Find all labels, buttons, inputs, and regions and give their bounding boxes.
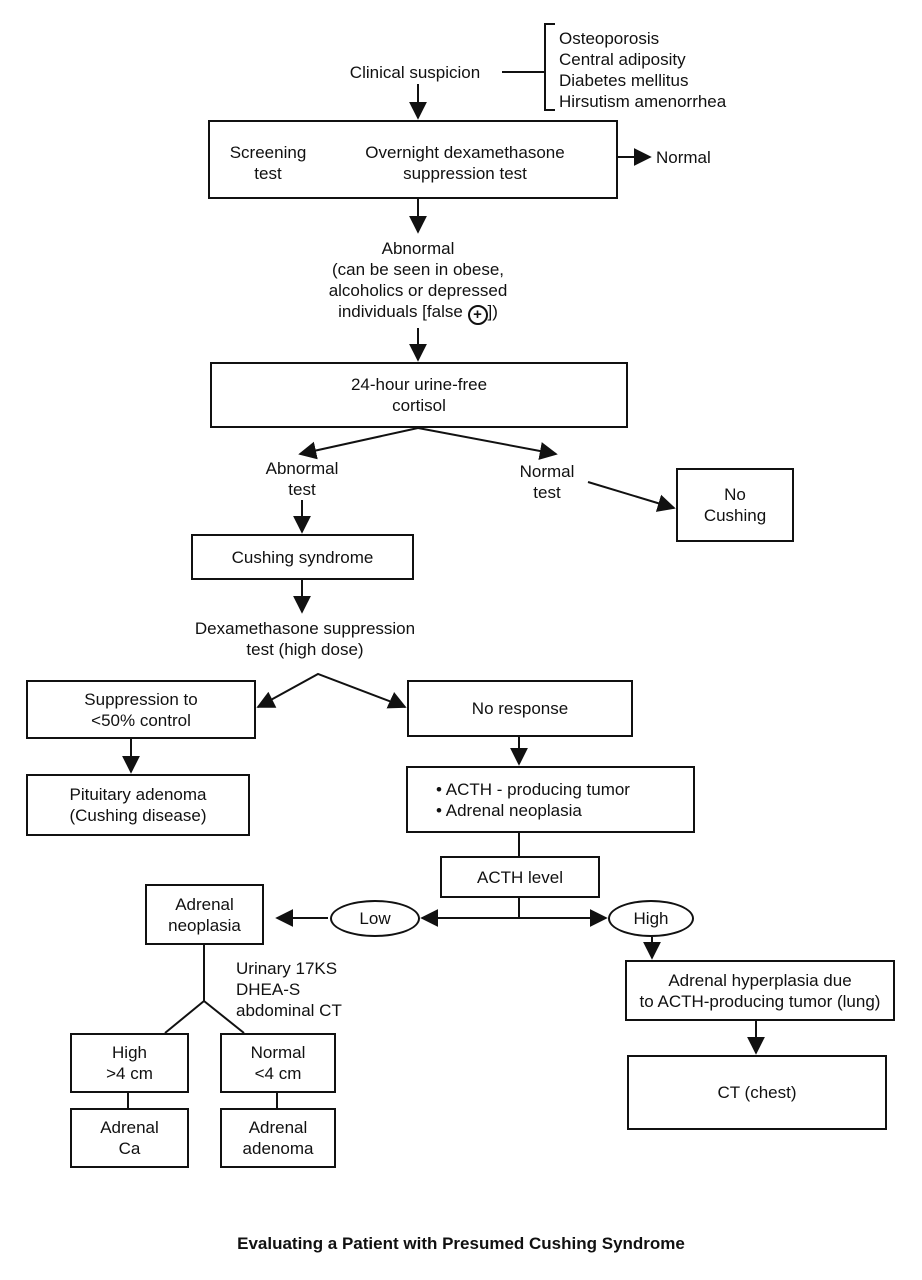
low-oval: Low — [330, 900, 420, 937]
symptom-item: Central adiposity — [559, 50, 686, 69]
normal-result-label: Normal — [656, 148, 711, 167]
high-oval: High — [608, 900, 694, 937]
adrenal-hyperplasia-box: Adrenal hyperplasia due to ACTH-producin… — [625, 960, 895, 1021]
arrow-to-normal-test — [417, 427, 558, 460]
plus-circle-icon: + — [467, 305, 488, 325]
neoplasia-split-lines — [164, 999, 245, 1034]
symptom-item: Osteoporosis — [559, 29, 660, 48]
adrenal-adenoma-box: Adrenal adenoma — [220, 1108, 336, 1168]
high-size-box: High >4 cm — [70, 1033, 189, 1093]
normal-size-box: Normal <4 cm — [220, 1033, 336, 1093]
symptom-list: Osteoporosis Central adiposity Diabetes … — [559, 28, 726, 112]
arrow-to-suppression — [256, 691, 277, 708]
adrenal-neoplasia-box: Adrenal neoplasia — [145, 884, 264, 945]
abnormal-note: Abnormal (can be seen in obese, alcoholi… — [328, 239, 508, 325]
screening-test-box: Screening test Overnight dexamethasone s… — [208, 120, 618, 199]
arrow-to-no-cushing — [587, 481, 676, 512]
acth-tumor-box: • ACTH - producing tumor • Adrenal neopl… — [406, 766, 695, 833]
symptom-item: Hirsutism amenorrhea — [559, 92, 727, 111]
ct-chest-box: CT (chest) — [627, 1055, 887, 1130]
screening-label: Screening test — [229, 143, 307, 183]
no-cushing-box: No Cushing — [676, 468, 794, 542]
normal-test-label: Normal test — [519, 462, 575, 502]
suppression-box: Suppression to <50% control — [26, 680, 256, 739]
dex-split-lines — [257, 672, 406, 708]
cushing-syndrome-box: Cushing syndrome — [191, 534, 414, 580]
figure-caption: Evaluating a Patient with Presumed Cushi… — [237, 1234, 685, 1253]
adrenal-ca-box: Adrenal Ca — [70, 1108, 189, 1168]
arrow-to-abnormal-test — [298, 427, 419, 460]
abnormal-test-label: Abnormal test — [265, 459, 339, 499]
clinical-suspicion-label: Clinical suspicion — [349, 63, 481, 82]
symptom-bracket — [544, 23, 555, 111]
dex-high-dose-label: Dexamethasone suppression test (high dos… — [194, 619, 416, 659]
no-response-box: No response — [407, 680, 633, 737]
urine-cortisol-box: 24-hour urine-free cortisol — [210, 362, 628, 428]
arrow-to-no-response — [386, 692, 407, 709]
pituitary-adenoma-box: Pituitary adenoma (Cushing disease) — [26, 774, 250, 836]
symptom-item: Diabetes mellitus — [559, 71, 689, 90]
screening-test-name: Overnight dexamethasone suppression test — [365, 143, 565, 183]
acth-level-box: ACTH level — [440, 856, 600, 898]
urinary-tests-label: Urinary 17KS DHEA-S abdominal CT — [236, 959, 342, 1020]
